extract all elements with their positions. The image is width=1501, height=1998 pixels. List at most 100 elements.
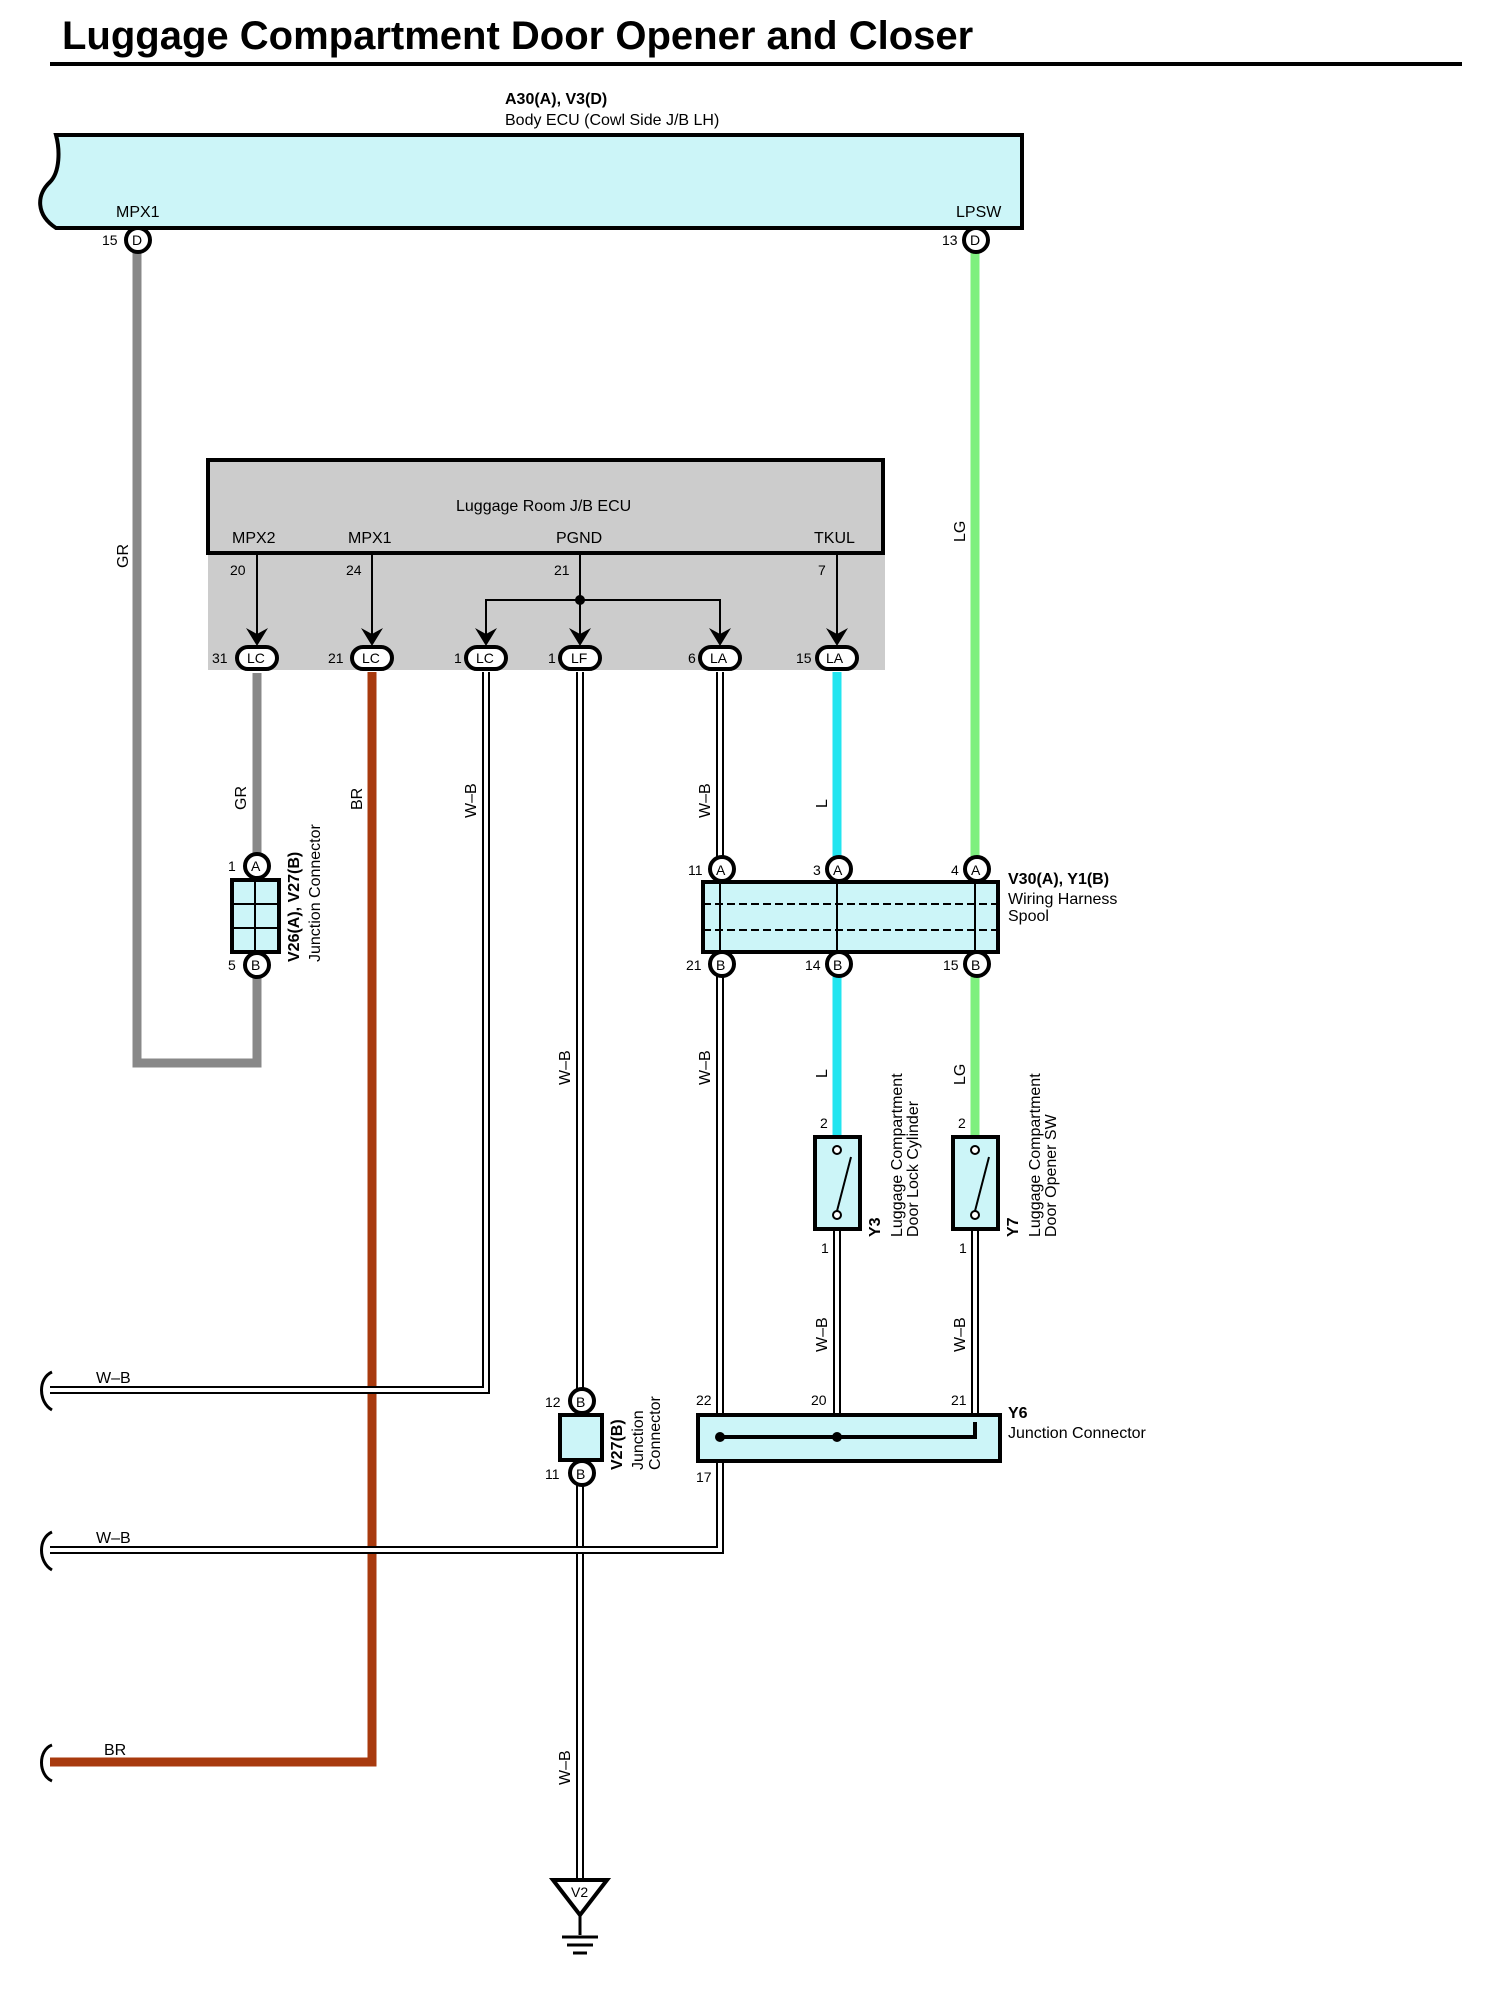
v26-conn-top: A (251, 858, 261, 874)
body-ecu-term-lpsw: LPSW (956, 204, 1002, 221)
wire-break-wb2 (40, 1530, 53, 1572)
spool-body (701, 880, 1000, 954)
label-l-lower: L (814, 1069, 831, 1078)
y3-pin-bot: 1 (821, 1240, 829, 1256)
v27-ref: V27(B) (609, 1419, 626, 1470)
body-ecu-term-mpx1: MPX1 (116, 204, 160, 221)
body-ecu-box (38, 133, 1024, 230)
y6-pin-21: 21 (951, 1392, 967, 1408)
label-wb-lc: W–B (463, 783, 480, 818)
wire-color-labels: GR GR BR W–B W–B W–B W–B L L LG LG W–B W… (96, 521, 969, 1785)
body-ecu-ref: A30(A), V3(D) (505, 91, 607, 108)
spool-top-connector-1 (708, 855, 736, 883)
jb-ecu-term-pgnd: PGND (556, 530, 602, 547)
ground-v2: V2 (548, 1878, 612, 1955)
ground-ref: V2 (571, 1884, 588, 1900)
jb-ecu-term-tkul: TKUL (814, 530, 855, 547)
spool-top-num-3: 4 (951, 862, 959, 878)
y6-pin-17: 17 (696, 1469, 712, 1485)
spool-top-conn-1: A (716, 862, 726, 878)
label-lg-lower: LG (952, 1064, 969, 1085)
label-wb-la-upper: W–B (697, 783, 714, 818)
jb-ecu-pin-24: 24 (346, 562, 362, 578)
jb-ecu-arrows (246, 628, 848, 646)
jb-conn-la-15 (815, 645, 859, 671)
y6-name: Junction Connector (1008, 1425, 1147, 1442)
y6-bus (720, 1422, 977, 1439)
label-wb-left1: W–B (96, 1370, 131, 1387)
v27-conn-bot: B (576, 1466, 585, 1482)
spool-top-num-1: 11 (688, 862, 703, 878)
jb-ecu-shade (208, 555, 885, 670)
label-br-left: BR (104, 1742, 126, 1759)
jb-conn-type-4: LF (571, 650, 587, 666)
jb-conn-type-3: LC (476, 650, 494, 666)
y7-ref: Y7 (1005, 1217, 1022, 1237)
jb-conn-la-6 (698, 645, 742, 671)
v26-name: Junction Connector (307, 823, 324, 962)
wire-break-br (40, 1743, 53, 1783)
label-wb-ground: W–B (557, 1750, 574, 1785)
body-ecu-connector-right (962, 226, 990, 254)
jb-ecu-pin-20: 20 (230, 562, 246, 578)
y3-switch-blade (836, 1156, 852, 1212)
jb-conn-num-1: 31 (212, 650, 228, 666)
switch-y3: 2 1 Y3 Luggage Compartment Door Lock Cyl… (813, 1073, 922, 1256)
y7-name2: Door Opener SW (1043, 1113, 1060, 1237)
y6-ref: Y6 (1008, 1405, 1028, 1422)
v26-pin-bot: 5 (228, 957, 236, 973)
v27-conn-top: B (576, 1394, 585, 1410)
junction-v27: 12 B 11 B V27(B) Junction Connector (545, 1387, 664, 1487)
y6-pin-20: 20 (811, 1392, 827, 1408)
label-br: BR (349, 788, 366, 810)
jb-conn-lc-21 (350, 645, 394, 671)
y7-pin-bot: 1 (959, 1240, 967, 1256)
y3-name2: Door Lock Cylinder (905, 1100, 922, 1237)
body-ecu-pin-right: 13 (942, 232, 958, 248)
v27-body (558, 1413, 604, 1462)
wire-break-wb1 (40, 1370, 53, 1412)
jb-conn-num-4: 1 (548, 650, 556, 666)
v26-ref: V26(A), V27(B) (286, 852, 303, 962)
jb-conn-num-5: 6 (688, 650, 696, 666)
spool-name1: Wiring Harness (1008, 891, 1117, 908)
spool-top-connector-3 (963, 855, 991, 883)
v27-pin-bot: 11 (545, 1466, 560, 1482)
v26-pin-top: 1 (228, 858, 236, 874)
spool-top-connector-2 (825, 855, 853, 883)
label-gr-main: GR (115, 544, 132, 568)
spool-top-num-2: 3 (813, 862, 821, 878)
jb-ecu-internal-wiring (256, 553, 838, 636)
y3-ref: Y3 (867, 1217, 884, 1237)
jb-conn-num-2: 21 (328, 650, 344, 666)
y3-name1: Luggage Compartment (889, 1073, 906, 1237)
y7-switch-blade (974, 1156, 990, 1212)
label-wb-lf: W–B (557, 1050, 574, 1085)
jb-ecu-pin-7: 7 (818, 562, 826, 578)
v27-pin-top: 12 (545, 1394, 561, 1410)
jb-ecu-pin-21: 21 (554, 562, 570, 578)
label-lg-upper: LG (952, 521, 969, 542)
jb-conn-num-6: 15 (796, 650, 812, 666)
harness-spool: 11 A 3 A 4 A 21 B 14 B 15 B V30(A), Y1(B… (686, 855, 1117, 978)
junction-y6: 22 20 21 17 Y6 Junction Connector (696, 1392, 1147, 1485)
y6-pin-22: 22 (696, 1392, 712, 1408)
spool-bot-conn-2: B (833, 957, 842, 973)
jb-conn-lc-31 (235, 645, 279, 671)
jb-ecu-term-mpx1: MPX1 (348, 530, 392, 547)
label-wb-y3: W–B (814, 1317, 831, 1352)
jb-conn-type-2: LC (362, 650, 380, 666)
v27-connector-bot (568, 1459, 596, 1487)
diagram-title: Luggage Compartment Door Opener and Clos… (62, 14, 974, 58)
jb-ecu-term-mpx2: MPX2 (232, 530, 276, 547)
spool-top-conn-3: A (971, 862, 981, 878)
jb-ecu-connectors: 31 LC 21 LC 1 LC 1 LF 6 LA 15 LA (212, 645, 859, 671)
v26-conn-bot: B (251, 957, 260, 973)
y7-pin-top: 2 (958, 1115, 966, 1131)
jb-conn-lc-1 (464, 645, 508, 671)
body-ecu-conn-left-label: D (132, 232, 142, 248)
spool-ref: V30(A), Y1(B) (1008, 871, 1109, 888)
spool-name2: Spool (1008, 908, 1049, 925)
switch-y7: 2 1 Y7 Luggage Compartment Door Opener S… (951, 1073, 1060, 1256)
label-gr-v26: GR (233, 786, 250, 810)
